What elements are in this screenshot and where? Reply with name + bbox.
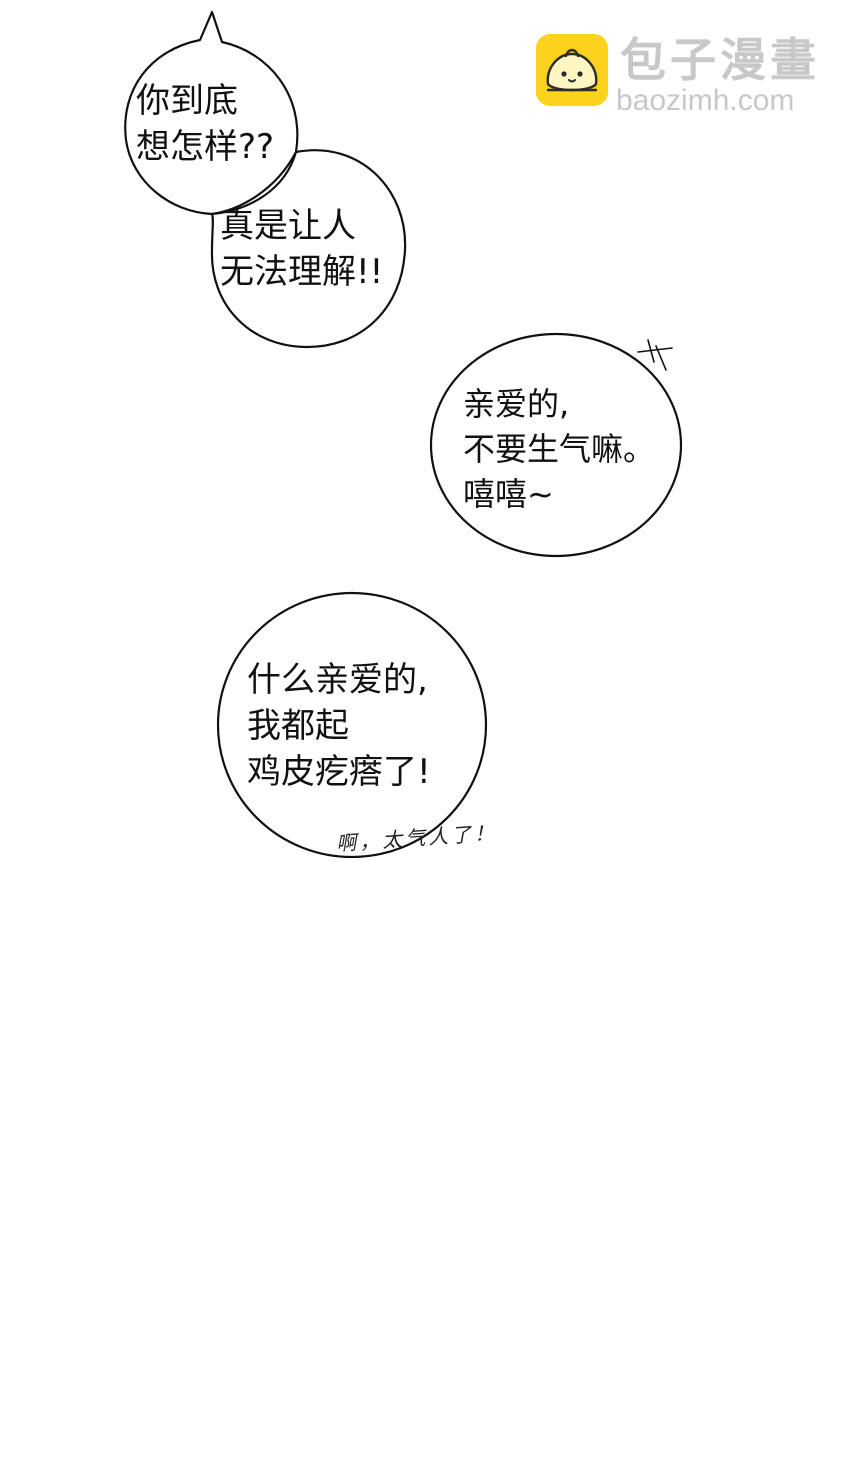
watermark-url: baozimh.com (616, 84, 795, 117)
watermark: 包子漫畫 baozimh.com (534, 32, 826, 117)
bubble-3-text: 亲爱的, 不要生气嘛。 嘻嘻~ (463, 382, 655, 517)
bubble-3-line-1: 亲爱的, (463, 385, 570, 423)
bubble-3-line-3: 嘻嘻~ (463, 475, 554, 513)
bubble-2-line-1: 真是让人 (220, 206, 356, 246)
bubble-3-line-2: 不要生气嘛。 (463, 430, 656, 468)
speech-bubble-3-outline (429, 332, 683, 558)
bubble-4-line-2: 我都起 (247, 706, 349, 746)
bubble-2-text: 真是让人 无法理解!! (220, 203, 383, 295)
bubble-4-line-3: 鸡皮疙瘩了! (247, 752, 431, 792)
bubble-1-line-1: 你到底 (136, 81, 238, 121)
bun-mascot-icon (536, 34, 608, 106)
tick-marks-icon (637, 339, 673, 371)
bubble-1-line-2: 想怎样?? (136, 127, 275, 167)
speech-bubble-4-outline (216, 591, 488, 859)
speech-bubble-2-outline (210, 149, 407, 349)
bubble-2-line-2: 无法理解!! (220, 252, 384, 292)
watermark-title: 包子漫畫 (620, 33, 820, 87)
bubble-4-text: 什么亲爱的, 我都起 鸡皮疙瘩了! (247, 657, 431, 795)
bubble-4-line-1: 什么亲爱的, (247, 660, 428, 700)
bubble-1-text: 你到底 想怎样?? (136, 78, 274, 170)
